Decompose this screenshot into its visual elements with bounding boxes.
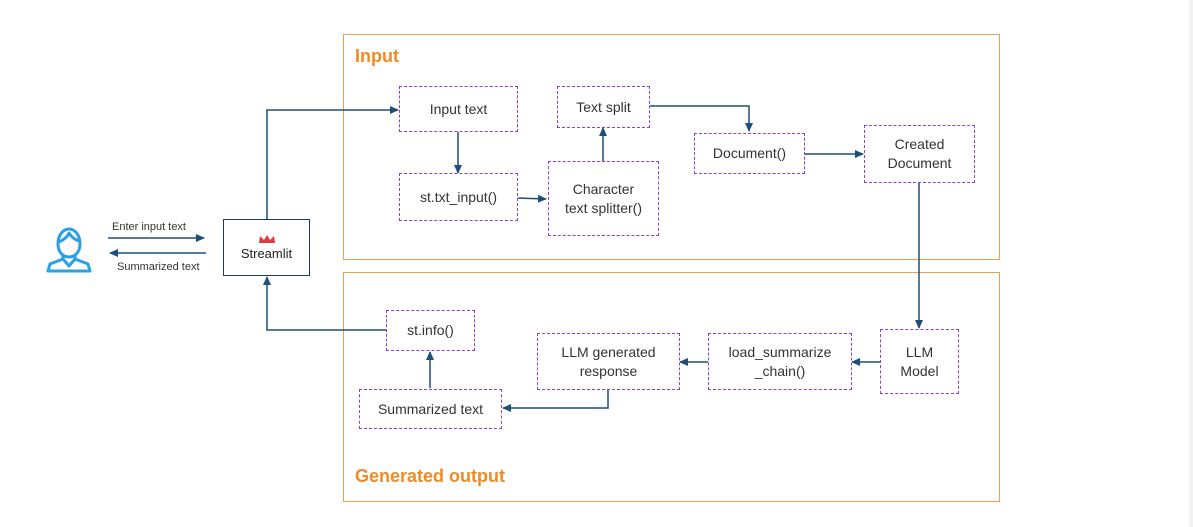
node-llm-model: LLM Model: [880, 329, 959, 394]
node-llm-generated-response: LLM generated response: [537, 333, 680, 390]
user-icon: [44, 226, 94, 274]
input-group: [343, 34, 1000, 260]
arrow-info-to-streamlit: [263, 276, 386, 331]
edge-label-summarized: Summarized text: [117, 261, 200, 273]
output-group-title: Generated output: [355, 466, 506, 486]
arrow-txt-input-to-splitter: [516, 194, 547, 203]
right-edge-divider: [1189, 0, 1193, 527]
node-load-summarize-chain: load_summarize _chain(): [708, 333, 852, 390]
node-summarized-text: Summarized text: [359, 389, 502, 429]
streamlit-crown-icon: [258, 235, 275, 243]
arrow-text-split-to-document: [649, 105, 753, 132]
arrow-streamlit-to-input-text: [266, 106, 399, 219]
node-text-split: Text split: [557, 86, 650, 128]
node-document: Document(): [694, 133, 805, 174]
streamlit-label: Streamlit: [240, 246, 293, 261]
output-group: [343, 272, 1000, 502]
input-group-title: Input: [355, 46, 399, 66]
node-character-text-splitter: Character text splitter(): [548, 161, 659, 236]
node-st-txt-input: st.txt_input(): [399, 173, 518, 221]
node-st-info: st.info(): [386, 310, 475, 351]
arrow-response-to-summarized: [502, 390, 609, 412]
edge-label-enter-input: Enter input text: [112, 221, 186, 233]
node-input-text: Input text: [399, 86, 518, 132]
node-created-document: Created Document: [864, 125, 975, 183]
streamlit-node: Streamlit: [223, 219, 310, 276]
